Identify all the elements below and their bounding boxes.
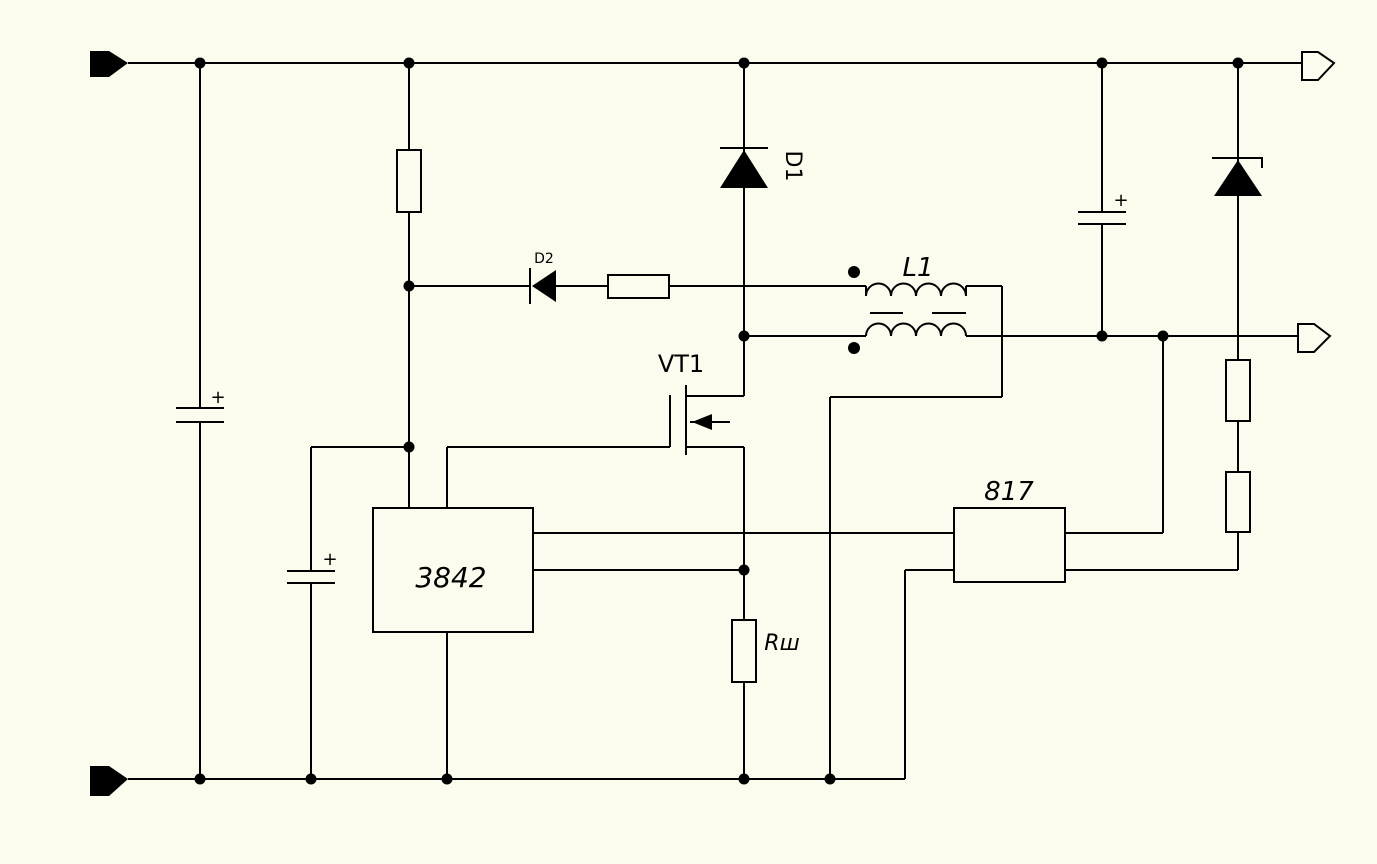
- aux-resistor: [607, 274, 670, 299]
- input-cap-polarity-label: +: [210, 387, 225, 408]
- optocoupler: [953, 507, 1066, 583]
- output-positive-terminal-icon: [1301, 51, 1336, 81]
- junction-dot: [1232, 57, 1244, 69]
- zener-bar: [1212, 157, 1263, 168]
- shunt-resistor: [731, 619, 757, 683]
- ic-label: 3842: [415, 561, 486, 594]
- opto-label: 817: [984, 477, 1034, 507]
- junction-dot: [403, 280, 415, 292]
- d1-label: D1: [780, 151, 805, 182]
- d2-diode-icon: [532, 270, 556, 302]
- junction-dot: [738, 57, 750, 69]
- junction-dot: [1096, 57, 1108, 69]
- vt1-arrow-icon: [692, 414, 712, 430]
- junction-dot: [824, 773, 836, 785]
- vt1-label: VT1: [658, 350, 704, 378]
- zener-diode-icon: [1214, 160, 1262, 196]
- d1-diode-icon: [720, 150, 768, 188]
- junction-dot: [738, 773, 750, 785]
- d2-label: D2: [534, 251, 554, 267]
- junction-dot: [1157, 330, 1169, 342]
- junction-dot: [738, 330, 750, 342]
- vcc-cap-polarity-label: +: [322, 549, 337, 570]
- l1-label: L1: [902, 253, 933, 283]
- pwm-controller-ic: [372, 507, 534, 633]
- l1-aux-phase-dot: [848, 266, 860, 278]
- l1-main-winding-icon: [865, 322, 967, 337]
- divider-resistor-bottom: [1225, 471, 1251, 533]
- l1-main-phase-dot: [848, 342, 860, 354]
- shunt-label: Rш: [764, 631, 799, 656]
- junction-dot: [194, 773, 206, 785]
- l1-aux-winding-icon: [865, 282, 967, 297]
- junction-dot: [441, 773, 453, 785]
- output-return-terminal-icon: [1297, 323, 1332, 353]
- junction-dot: [1096, 330, 1108, 342]
- junction-dot: [738, 564, 750, 576]
- input-positive-terminal-icon: [90, 51, 128, 77]
- divider-resistor-top: [1225, 359, 1251, 422]
- startup-resistor: [396, 149, 422, 213]
- junction-dot: [305, 773, 317, 785]
- input-negative-terminal-icon: [90, 766, 128, 796]
- output-cap-polarity-label: +: [1113, 190, 1128, 211]
- junction-dot: [403, 441, 415, 453]
- junction-dot: [194, 57, 206, 69]
- junction-dot: [403, 57, 415, 69]
